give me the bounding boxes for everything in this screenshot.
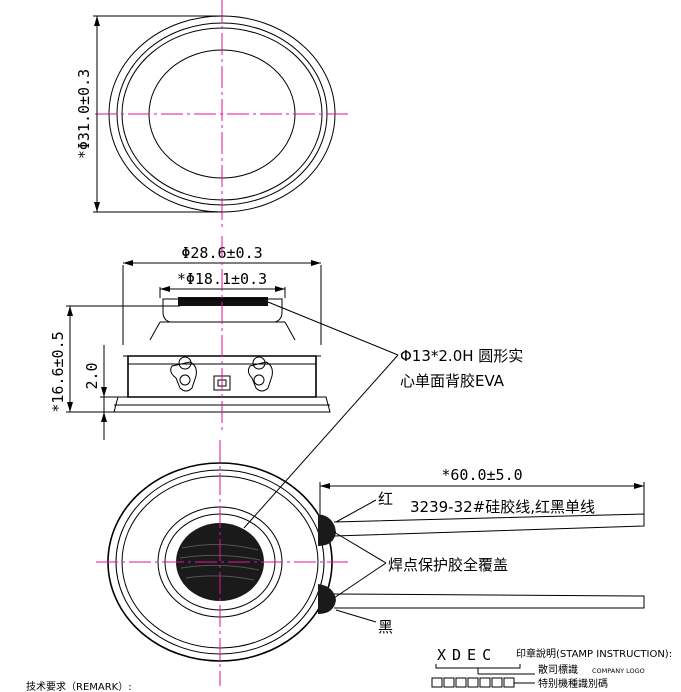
top-dim-arrow-down [94,202,100,212]
stamp-logo-text: XDEC [437,646,497,664]
terminal-left-hole-bottom [179,374,191,386]
terminal-right-hole-bottom [253,374,265,386]
magnet-arrow-left [160,286,170,292]
stamp-title: 印章說明(STAMP INSTRUCTION): [516,647,672,660]
top-view: *Φ31.0±0.3 [75,0,352,228]
side-outer-arrow-right [311,260,321,266]
code-box-6 [491,677,503,688]
code-boxes [431,677,515,688]
height-arrow-up [67,306,73,316]
wire-callouts: 红 3239-32#硅胶线,红黑单线 焊点保护胶全覆盖 黑 [333,490,595,636]
wire-spec-label: 3239-32#硅胶线,红黑单线 [410,498,595,516]
eva-leader-top [267,301,399,356]
red-wire [333,513,645,537]
company-logo-en: COMPANY LOGO [592,667,645,675]
eva-callout: Φ13*2.0H 圆形实 心单面背胶EVA [243,301,523,529]
red-leader [335,499,377,523]
magnet-arrow-right [275,286,285,292]
logo-bracket [435,664,521,669]
black-wire-label: 黑 [378,618,393,636]
top-dim-arrow-up [94,16,100,26]
side-outer-arrow-left [123,260,133,266]
terminal-right [247,361,273,392]
bottom-view: *60.0±5.0 [96,440,645,686]
eva-leader-bottom [243,354,399,529]
flange-arrow-down [101,387,107,397]
black-wire [333,593,645,609]
wire-length-label: *60.0±5.0 [441,466,522,484]
black-leader [335,609,377,623]
glue-leader-top [333,531,387,564]
code-box-3 [455,677,467,688]
eva-pad [178,297,268,306]
side-height-label: *16.6±0.5 [49,331,67,412]
code-box-2 [443,677,455,688]
glue-leader-bottom [333,562,387,599]
terminal-left [170,361,197,392]
top-diameter-label: *Φ31.0±0.3 [75,69,93,159]
bottom-eva-pad [176,523,264,601]
stamp-instruction: XDEC 印章說明(STAMP INSTRUCTION): 散司標識 COMPA… [431,646,672,690]
height-arrow-down [67,402,73,412]
company-logo-cn: 散司標識 [538,663,578,676]
red-wire-label: 红 [378,490,393,508]
solder-blob-red [318,514,336,546]
terminal-left-hole-top [178,356,192,370]
eva-note-line2: 心单面背胶EVA [400,372,505,390]
frame-shoulder [149,321,296,341]
terminal-right-hole-top [252,356,266,370]
glue-label: 焊点保护胶全覆盖 [388,556,508,574]
special-code-label: 特别機種識別碼 [538,677,608,690]
code-box-7 [503,677,515,688]
side-flange-label: 2.0 [83,362,101,389]
wire-arrow-left [320,483,330,489]
eva-note-line1: Φ13*2.0H 圆形实 [400,347,523,365]
remark-label: 技术要求（REMARK）: [26,680,132,692]
code-box-5 [479,677,491,688]
side-view: Φ28.6±0.3 *Φ18.1±0.3 *16.6±0.5 [49,236,331,440]
flange-arrow-up [101,412,107,422]
code-box-4 [467,677,479,688]
flange [113,396,331,413]
wire-arrow-right [634,483,644,489]
solder-blob-black [318,584,336,614]
code-box-1 [431,677,443,688]
